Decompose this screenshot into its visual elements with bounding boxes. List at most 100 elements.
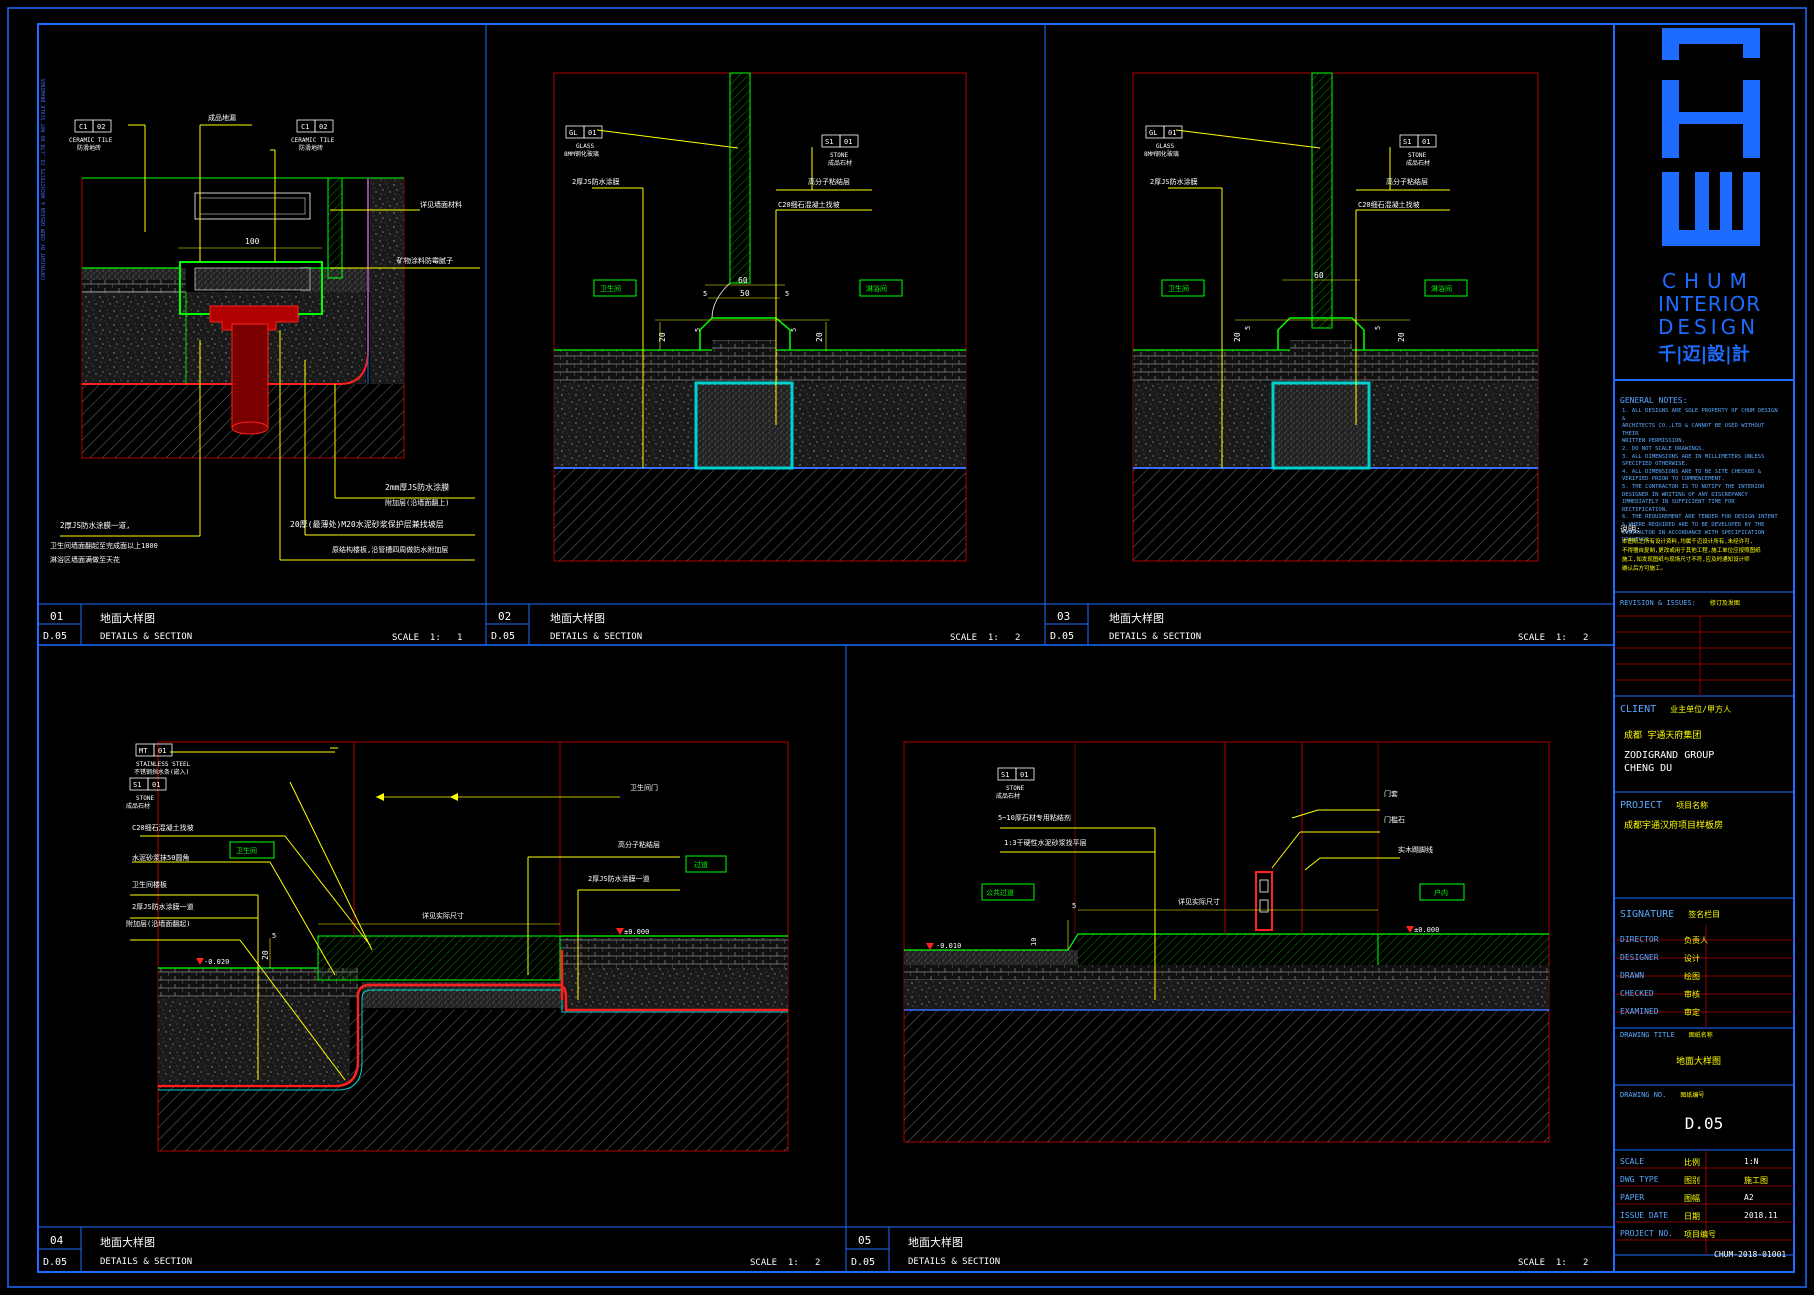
- drawing-no-label-cn: 图纸编号: [1680, 1092, 1705, 1099]
- d2-label-2: 高分子粘结层: [808, 177, 850, 186]
- d5-tag-s1-a: S1: [1001, 771, 1009, 779]
- panel-03-title-cn: 地面大样图: [1109, 611, 1164, 625]
- project-name-cn: 成都宇通汉府项目样板房: [1624, 821, 1724, 831]
- d4-label-5: 附加层(沿墙面翻起): [126, 919, 190, 928]
- d1-label-l2: 卫生间墙面翻起至完成面以上1800: [50, 541, 158, 550]
- info-row-cn: 比例: [1684, 1158, 1700, 1167]
- d4-tag-mt-cn: 不锈钢挡水条(嵌入): [134, 768, 189, 776]
- d4-level-left: -0.020: [204, 958, 229, 966]
- panel-01-sheet: D.05: [43, 631, 67, 642]
- d2-tag-s1-en: STONE: [830, 152, 848, 159]
- panel-04-num: 04: [50, 1234, 64, 1247]
- d5-tag-s1-cn: 成品石材: [996, 792, 1020, 800]
- sign-row-en: EXAMINED: [1620, 1007, 1659, 1016]
- info-row-en: PROJECT NO.: [1620, 1229, 1673, 1238]
- panel-04-title-en: DETAILS & SECTION: [100, 1257, 192, 1267]
- project-name: 成都宇通汉府项目样板房: [1624, 820, 1723, 833]
- d1-label-r1: 详见墙面材料: [420, 200, 462, 209]
- d1-label-m2: 附加层(沿墙面翻上): [385, 498, 449, 507]
- revision-label: REVISION & ISSUES:: [1620, 599, 1696, 607]
- signature-label: SIGNATURE: [1620, 909, 1675, 920]
- d4-label-door: 卫生间门: [630, 783, 658, 792]
- d5-tag-s1-b: 01: [1020, 771, 1028, 779]
- d3-dim-20a: 20: [1233, 332, 1242, 342]
- d2-box-left: 卫生间: [600, 284, 621, 293]
- panel-01-title-cn: 地面大样图: [100, 611, 155, 625]
- d3-tag-gl-en: GLASS: [1156, 143, 1174, 150]
- d2-label-3: C20细石混凝土找坡: [778, 200, 840, 209]
- note-line: 6. THE REQUIREMENT ARE TENDER FOR DESIGN…: [1622, 514, 1778, 521]
- d4-box-left: 卫生间: [236, 846, 257, 855]
- panel-04-sheet: D.05: [43, 1257, 67, 1268]
- detail-01: 100 C1 02 CERAMIC TILE 防滑地砖 C1 02 CERAMI…: [50, 113, 480, 564]
- note-line: DESIGNER IN WRITING OF ANY DISCREPANCY: [1622, 491, 1748, 498]
- sign-row-en: DRAWN: [1620, 971, 1645, 980]
- sign-row-cn: 绘图: [1684, 972, 1700, 981]
- d2-label-1: 2厚JS防水涂膜: [572, 177, 620, 186]
- d2-tag-s1-b: 01: [844, 138, 852, 146]
- info-row-cn: 图幅: [1684, 1194, 1700, 1203]
- d2-tag-s1-a: S1: [825, 138, 833, 146]
- client-name-cn: 成都 宇通天府集团: [1624, 731, 1702, 741]
- d2-dim-20a: 20: [658, 332, 667, 342]
- note-line: ARCHITECTS CO.,LTD & CANNOT BE USED WITH…: [1622, 423, 1765, 437]
- d3-box-right: 淋浴间: [1431, 284, 1452, 293]
- d2-box-right: 淋浴间: [866, 284, 887, 293]
- d3-tag-s1-cn: 成品石材: [1406, 159, 1430, 167]
- panel-03-sheet: D.05: [1050, 631, 1074, 642]
- panel-02-title-cn: 地面大样图: [550, 611, 605, 625]
- d1-label-m3: 20厚(最薄处)M20水泥砂浆保护层兼找坡层: [290, 519, 444, 529]
- project-label: PROJECT: [1620, 800, 1663, 811]
- note-line: 4. ALL DIMENSIONS ARE TO BE SITE CHECKED…: [1622, 468, 1762, 475]
- d1-label-l1: 2厚JS防水涂膜一道,: [60, 520, 131, 530]
- panel-title-04: 04 D.05 地面大样图 DETAILS & SECTION SCALE 1:…: [38, 1227, 820, 1272]
- d2-dim-5d: 5: [790, 328, 798, 332]
- d5-dim-detail: 详见实际尺寸: [1178, 897, 1220, 906]
- d5-dim-5: 5: [1072, 902, 1076, 910]
- d4-label-4: 2厚JS防水涂膜一道: [132, 902, 194, 911]
- sign-row-en: CHECKED: [1620, 989, 1654, 998]
- logo-text-design: DESIGN: [1658, 315, 1760, 339]
- project-number: CHUM-2018-01001: [1714, 1250, 1787, 1259]
- d3-tag-s1-a: S1: [1403, 138, 1411, 146]
- d5-dim-10: 10: [1030, 938, 1038, 946]
- d4-dim-5: 5: [272, 932, 276, 940]
- panel-03-scale: SCALE 1: 2: [1518, 633, 1588, 643]
- general-notes-title: GENERAL NOTES:: [1620, 396, 1688, 405]
- client-label: CLIENT: [1620, 704, 1657, 715]
- d2-dim-20b: 20: [815, 332, 824, 342]
- d1-tag2-a: C1: [301, 123, 309, 131]
- panel-01-scale: SCALE 1: 1: [392, 633, 462, 643]
- d4-label-2: 水泥砂浆抹50圆角: [132, 853, 189, 862]
- info-row-en: PAPER: [1620, 1193, 1645, 1202]
- note-line: SPECIFIED OTHERWISE.: [1622, 461, 1689, 468]
- d3-label-3: C20细石混凝土找坡: [1358, 200, 1420, 209]
- panel-02-scale: SCALE 1: 2: [950, 633, 1020, 643]
- d3-box-left: 卫生间: [1168, 284, 1189, 293]
- d2-tag-gl-a: GL: [569, 129, 577, 137]
- d1-label-m4: 原结构楼板,沿管槽四周做防水附加层: [332, 545, 448, 554]
- d3-tag-gl-a: GL: [1149, 129, 1157, 137]
- logo-text-chum: CHUM: [1662, 269, 1755, 293]
- d4-box-right: 过道: [694, 860, 708, 869]
- client-city: CHENG DU: [1624, 763, 1673, 774]
- panel-03-num: 03: [1057, 610, 1070, 623]
- d4-level-right: ±0.000: [624, 928, 649, 936]
- d4-label-1: C20细石混凝土找坡: [132, 823, 194, 832]
- panel-title-03: 03 D.05 地面大样图 DETAILS & SECTION SCALE 1:…: [1045, 604, 1588, 645]
- d5-level-left: -0.010: [936, 942, 961, 950]
- general-notes-en: 1. ALL DESIGNS ARE SOLE PROPERTY OF CHUM…: [1622, 408, 1782, 545]
- panel-title-01: 01 D.05 地面大样图 DETAILS & SECTION SCALE 1:…: [38, 604, 462, 645]
- d2-tag-gl-en: GLASS: [576, 143, 594, 150]
- panel-titles: 01 D.05 地面大样图 DETAILS & SECTION SCALE 1:…: [38, 604, 1588, 1272]
- d5-tag-s1-en: STONE: [1006, 785, 1024, 792]
- d3-label-2: 高分子粘结层: [1386, 177, 1428, 186]
- d5-box-left: 公共过道: [986, 888, 1014, 897]
- d4-tag-mt-a: MT: [139, 747, 148, 755]
- notes-cn: 本图纸之所有设计资料,均属千迈设计所有,未经许可, 不得擅自复制,更改或用于其他…: [1622, 538, 1782, 574]
- revision-label-cn: 修订及发图: [1709, 600, 1740, 607]
- info-row-en: DWG TYPE: [1620, 1175, 1659, 1184]
- note-line: 2. DO NOT SCALE DRAWINGS.: [1622, 445, 1705, 452]
- notes-cn-title: 说明:: [1620, 525, 1641, 534]
